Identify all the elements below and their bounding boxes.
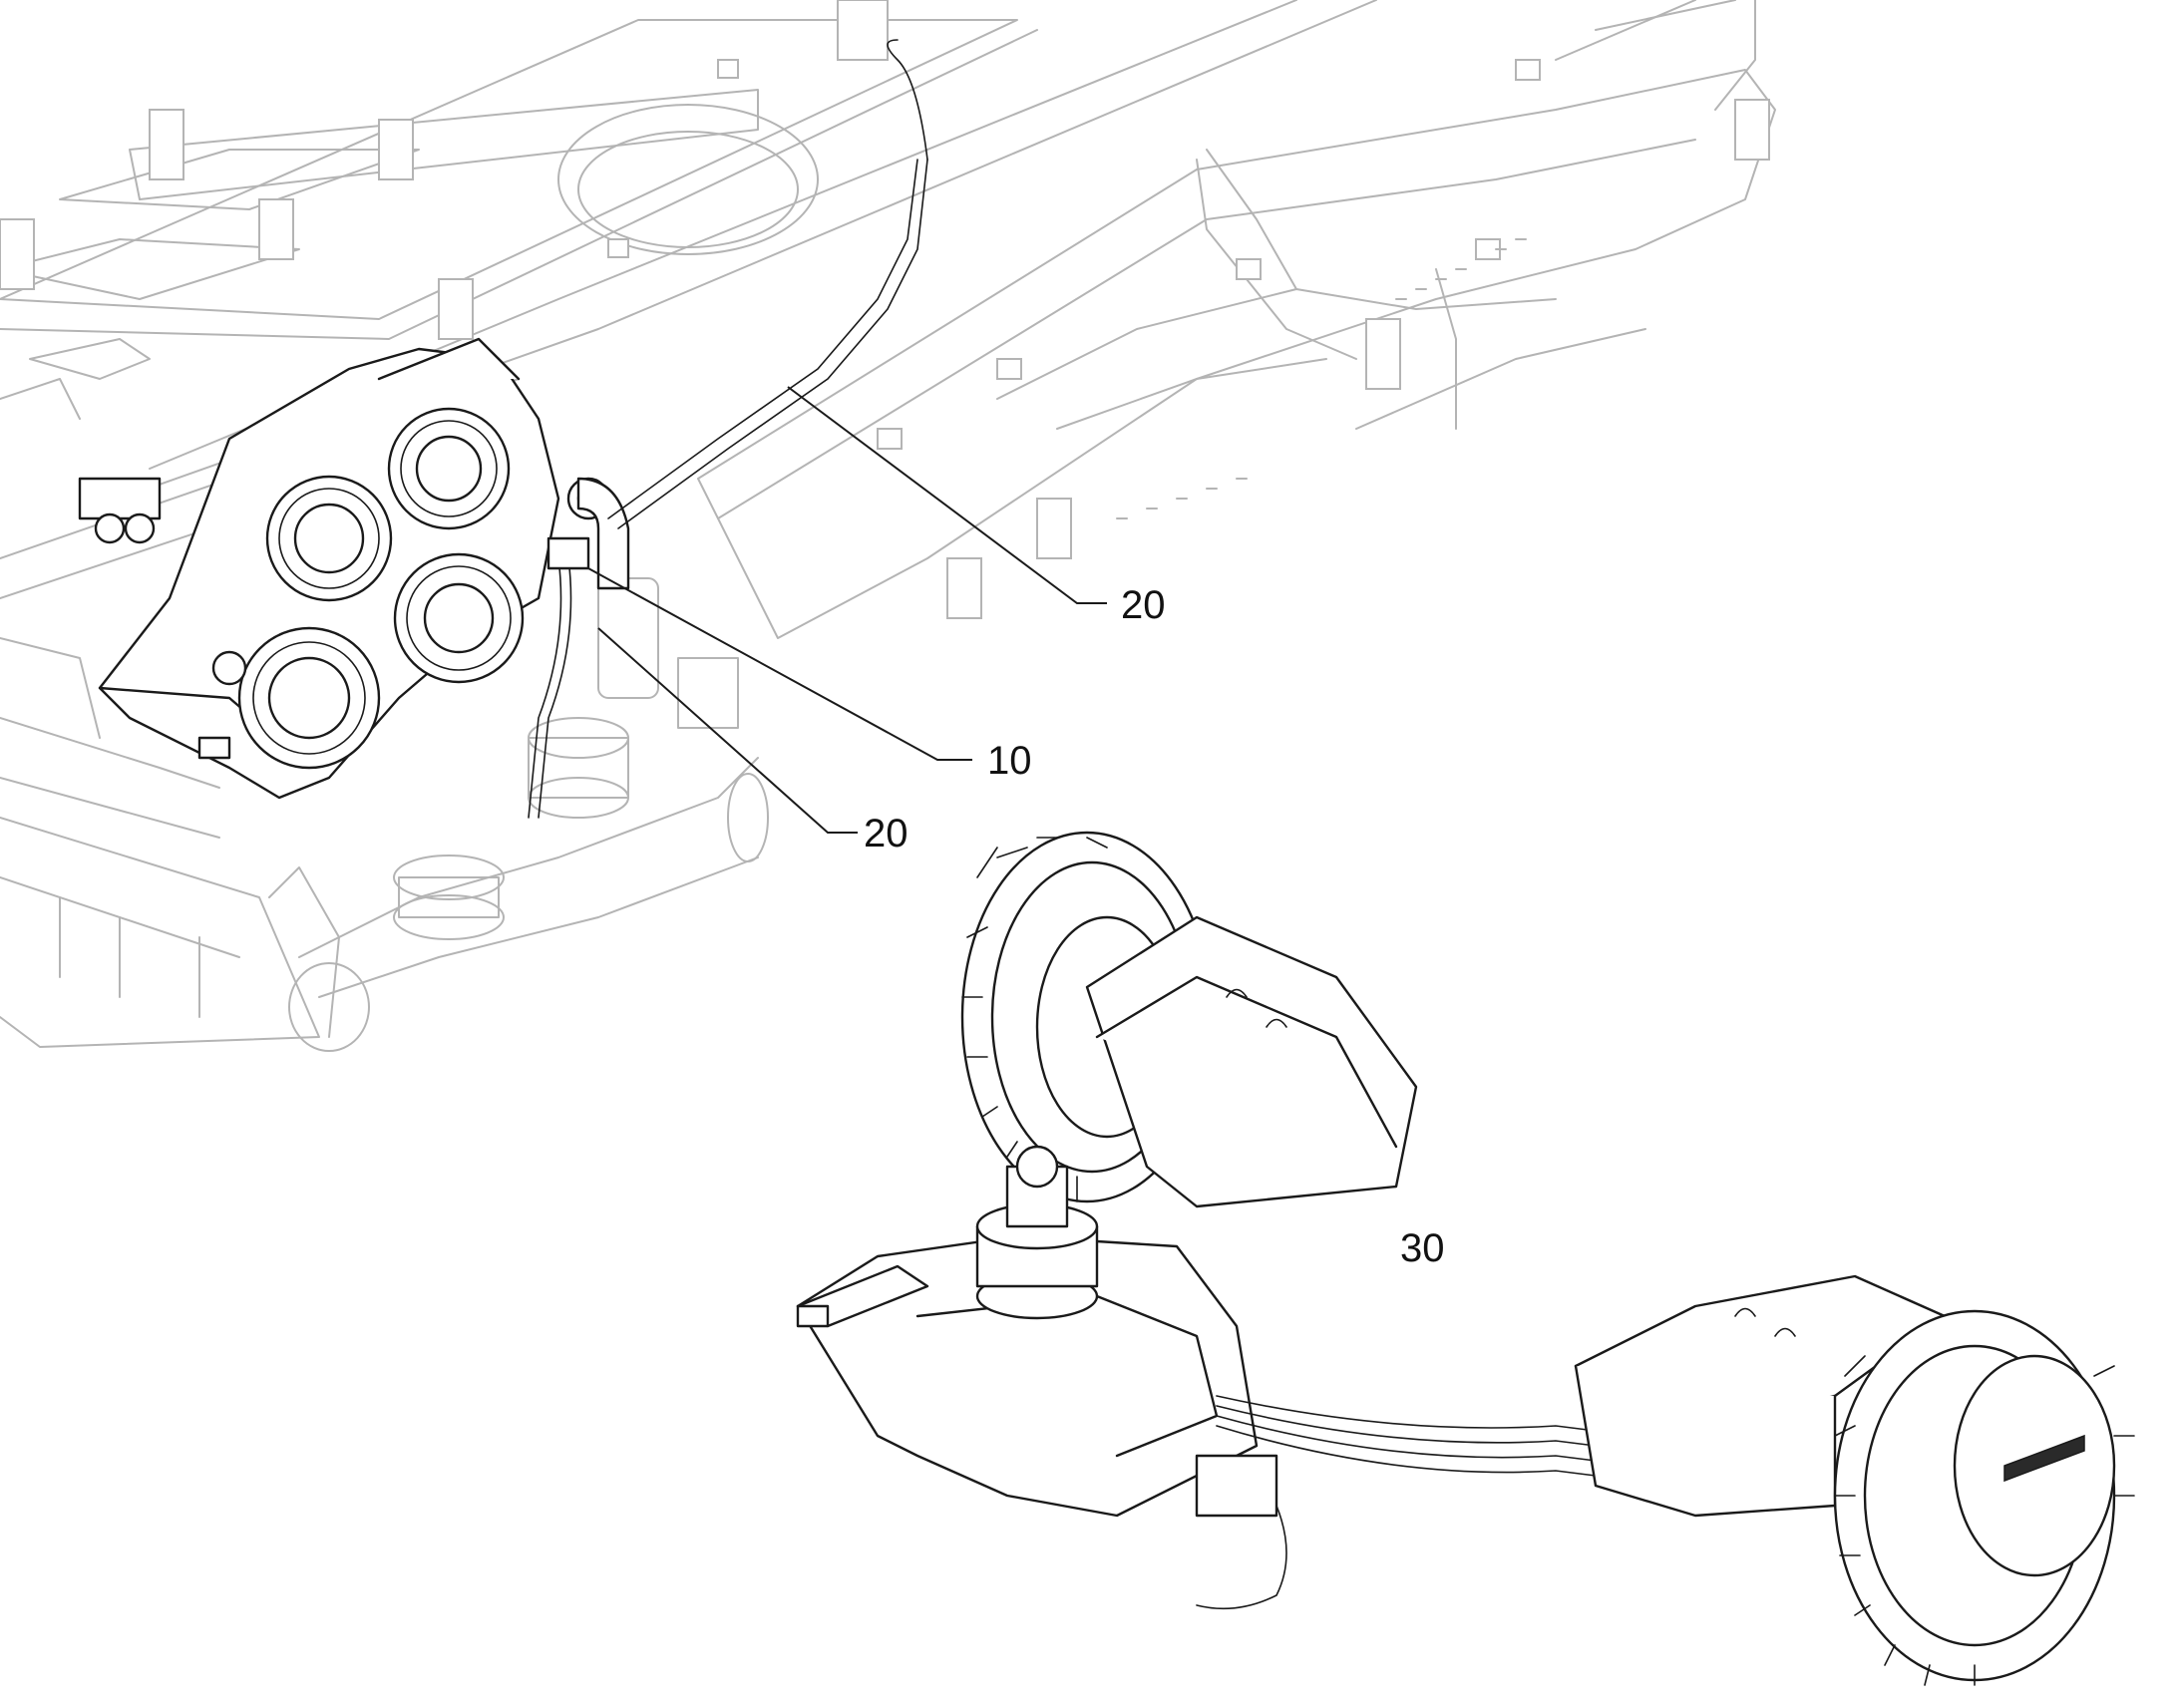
- leader-20-lower: [597, 627, 858, 834]
- wheel-axle-assembly: [796, 831, 2135, 1686]
- callout-30: 30: [1400, 1226, 1445, 1270]
- callout-20-upper: 20: [1121, 583, 1166, 627]
- callout-10: 10: [987, 739, 1032, 783]
- callout-20-lower: 20: [864, 812, 908, 855]
- leader-lines: [587, 386, 1107, 834]
- leader-20-upper: [787, 386, 1107, 604]
- machine-frame-background: [0, 0, 1776, 1052]
- leader-10: [587, 567, 972, 761]
- transfer-gearbox-assembly: [78, 39, 928, 819]
